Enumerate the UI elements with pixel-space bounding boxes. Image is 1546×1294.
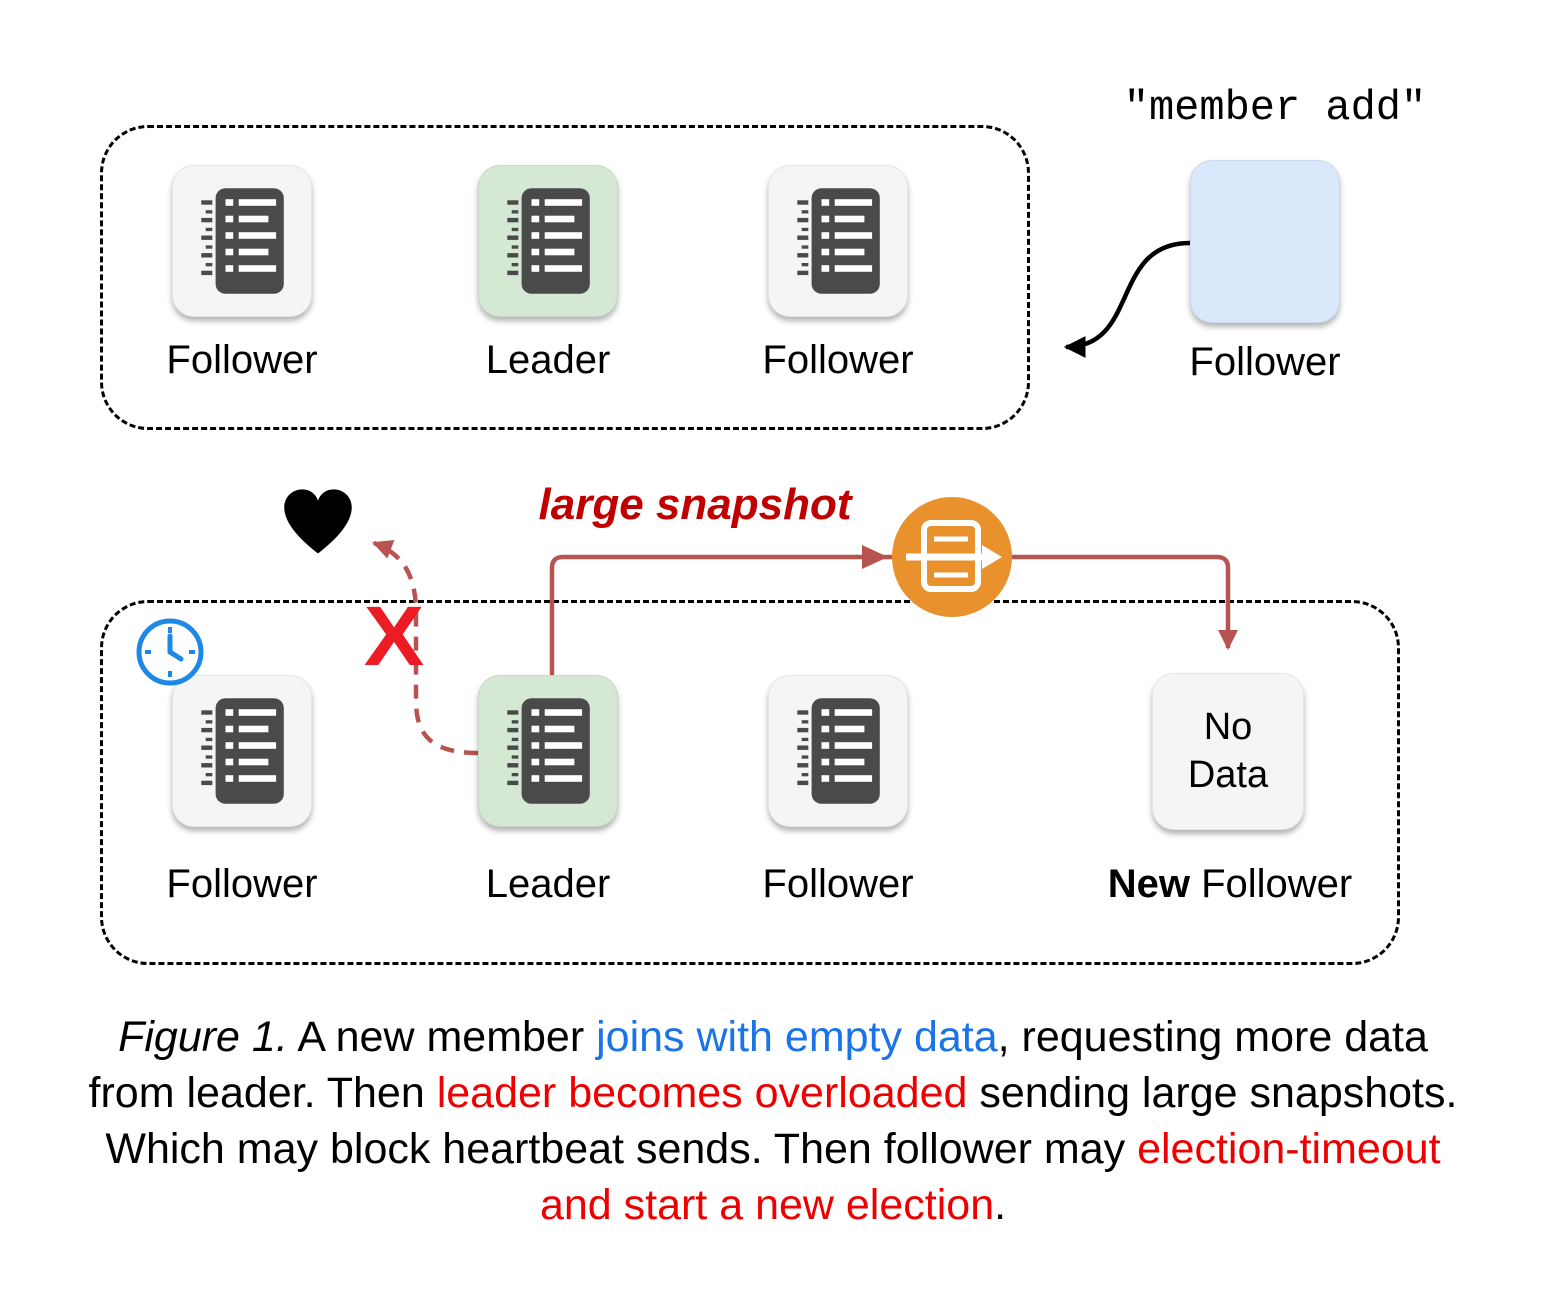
log-icon <box>797 698 880 804</box>
snapshot-arrow-midhead <box>862 545 888 569</box>
node-bottom-leader <box>478 675 618 827</box>
label-new-follower-rest: Follower <box>1189 862 1353 906</box>
log-icon <box>201 188 284 294</box>
top-cluster-box <box>100 125 1030 430</box>
caption-seg-7: . <box>994 1180 1007 1229</box>
label-top-follower-2: Follower <box>762 338 914 382</box>
node-top-leader <box>478 165 618 317</box>
election-timeout-clock-icon <box>136 618 204 686</box>
node-new-member <box>1190 160 1340 323</box>
no-data-line-2: Data <box>1187 753 1269 796</box>
no-data-line-1: No <box>1203 706 1253 748</box>
label-bottom-follower-1: Follower <box>166 862 318 906</box>
caption-seg-5: sending large snapshots. Which may block… <box>105 1068 1458 1173</box>
label-bottom-leader: Leader <box>485 862 611 906</box>
log-icon <box>507 698 590 804</box>
snapshot-transfer-icon <box>892 497 1012 617</box>
blocked-x-mark: X <box>363 589 425 683</box>
node-top-follower-1 <box>172 165 312 317</box>
label-new-follower: New Follower <box>1080 862 1380 907</box>
caption-seg-6: election-timeout and start a new electio… <box>539 1124 1441 1229</box>
log-icon <box>797 188 880 294</box>
node-top-follower-2 <box>768 165 908 317</box>
large-snapshot-label: large snapshot <box>538 480 852 529</box>
caption-seg-3: , requesting more data from leader. Then <box>88 1013 1428 1117</box>
node-bottom-follower-2 <box>768 675 908 827</box>
figure-caption: Figure 1. A new member joins with empty … <box>73 1010 1473 1234</box>
label-bottom-follower-2: Follower <box>762 862 914 906</box>
member-add-arrow <box>1063 240 1191 358</box>
caption-seg-1: A new member <box>287 1013 597 1061</box>
member-add-command: "member add" <box>1123 84 1427 132</box>
label-top-follower-1: Follower <box>166 338 318 382</box>
caption-seg-2: joins with empty data <box>596 1013 998 1061</box>
label-top-leader: Leader <box>485 338 611 382</box>
caption-seg-4: leader becomes overloaded <box>436 1068 968 1117</box>
heartbeat-heart-icon <box>284 489 352 554</box>
log-icon <box>507 188 590 294</box>
log-icon <box>201 698 284 804</box>
label-new-member: Follower <box>1189 340 1341 384</box>
node-bottom-follower-1 <box>172 675 312 827</box>
label-new-follower-bold: New <box>1107 862 1190 906</box>
caption-seg-0: Figure 1. <box>118 1013 288 1061</box>
